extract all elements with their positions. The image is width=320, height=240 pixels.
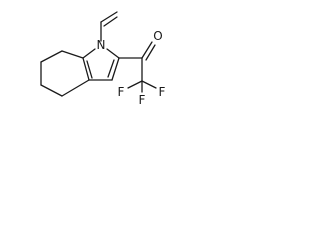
- ring-bond-c7a-c3a: [82, 57, 90, 81]
- ring-bond-c2-n: [106, 48, 120, 59]
- ring-bond-c5-c4: [40, 84, 63, 97]
- ring-bond-c7a-c7: [61, 50, 84, 59]
- ring-bond-c3-c2-double: [107, 59, 115, 78]
- ring-bond-c7a-c3a-double: [86, 60, 93, 79]
- pyrrole-ring: [82, 48, 120, 81]
- nitrogen-label: N: [97, 38, 106, 52]
- vinyl-group: [100, 11, 118, 42]
- vinyl-bond-ca-cb-double: [103, 16, 118, 27]
- ring-bond-c3-c2: [111, 57, 120, 81]
- ring-bond-c7-c6: [40, 50, 63, 63]
- vinyl-bond-ca-cb: [100, 11, 118, 23]
- fluorine-label-right: F: [159, 85, 166, 99]
- trifluoroacetyl-group: [118, 41, 157, 93]
- bond-cf3-f1: [127, 80, 143, 89]
- structure-diagram: N O F F F: [40, 11, 166, 107]
- fluorine-label-left: F: [118, 85, 125, 99]
- bond-cf3-f3: [141, 80, 157, 89]
- bond-carbonyl-o: [141, 41, 153, 59]
- ring-bond-n-c7a: [82, 48, 96, 59]
- atom-labels: N O F F F: [97, 29, 166, 107]
- oxygen-label: O: [153, 29, 162, 43]
- cyclohexane-ring: [40, 50, 90, 97]
- bond-carbonyl-o-double: [145, 44, 156, 61]
- ring-bond-c4-c3a: [61, 79, 90, 97]
- fluorine-label-bottom: F: [139, 93, 146, 107]
